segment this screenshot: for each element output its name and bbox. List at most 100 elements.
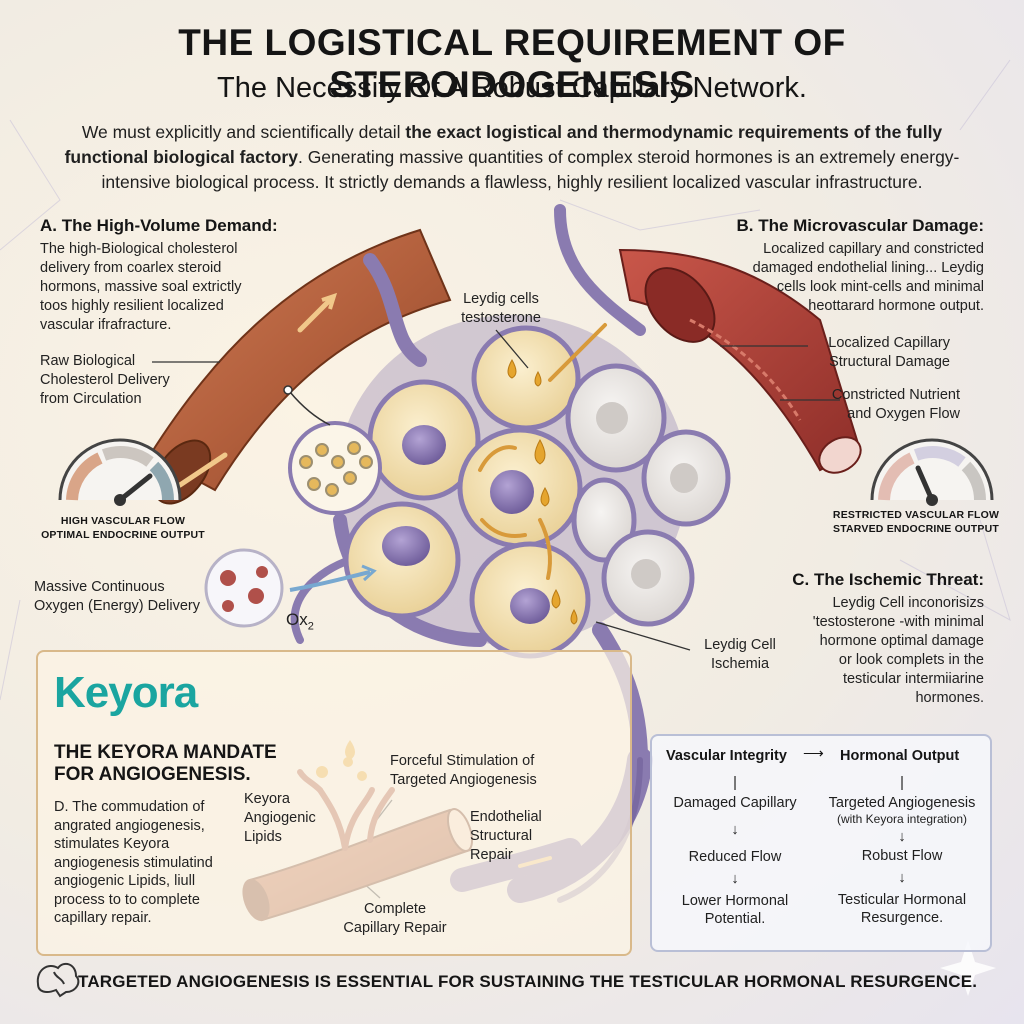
section-b-body: Localized capillary and constricted dama… <box>684 240 984 316</box>
flow-right-column: | Targeted Angiogenesis (with Keyora int… <box>816 772 988 927</box>
down-arrow-icon: ↓ <box>898 829 906 845</box>
oxygen-subscript: 2 <box>307 620 314 633</box>
section-a-line: vascular ifrafracture. <box>40 317 172 333</box>
down-arrow-icon: ↓ <box>898 870 906 886</box>
keyora-lipids-label: Keyora Angiogenic Lipids <box>244 790 334 847</box>
flow-step: Targeted Angiogenesis <box>828 795 976 811</box>
cell-nucleus <box>490 470 534 514</box>
leydig-cell-cluster <box>337 315 731 659</box>
keyora-body: D. The commudation of angrated angiogene… <box>54 798 254 928</box>
keyora-logo: Keyora <box>54 668 198 717</box>
section-c-line: testicular intermiiarine <box>842 671 984 687</box>
cell-nucleus <box>510 588 550 624</box>
label-line: Massive Continuous <box>34 579 165 595</box>
label-line: Endothelial <box>470 809 542 825</box>
down-arrow-icon: ↓ <box>731 871 739 887</box>
label-line: Capillary Repair <box>343 920 447 936</box>
gauge-right <box>870 438 994 506</box>
section-c-line: or look complets in the <box>838 652 984 668</box>
label-line: Forceful Stimulation of <box>390 753 535 769</box>
cholesterol-label: Raw Biological Cholesterol Delivery from… <box>40 352 200 409</box>
label-line: Complete <box>363 901 427 917</box>
label-line: testosterone <box>461 310 541 326</box>
label-line: Targeted Angiogenesis <box>390 772 537 788</box>
cell-healthy <box>471 325 581 431</box>
label-line: Structural <box>470 828 533 844</box>
oxygen-label: Massive Continuous Oxygen (Energy) Deliv… <box>34 578 214 616</box>
flow-left-column: | Damaged Capillary ↓ Reduced Flow ↓ Low… <box>660 772 810 928</box>
label-line: Repair <box>470 847 513 863</box>
label-line: Oxygen (Energy) Delivery <box>34 598 200 614</box>
label-line: Structural Damage <box>829 354 950 370</box>
gauge-left-caption: HIGH VASCULAR FLOW OPTIMAL ENDOCRINE OUT… <box>38 514 208 542</box>
footer-statement: TARGETED ANGIOGENESIS IS ESSENTIAL FOR S… <box>78 972 978 991</box>
section-a-line: delivery from coarlex steroid <box>40 260 222 276</box>
intro-text-2: . Generating massive quantities of compl… <box>101 147 960 192</box>
section-b-line: damaged endothelial lining... Leydig <box>752 260 984 276</box>
keyora-line: angiogenesis stimulatind <box>54 854 213 871</box>
section-a-line: hormons, massive soal extrictly <box>40 279 242 295</box>
ischemia-label: Leydig Cell Ischemia <box>690 636 790 674</box>
stimulation-label: Forceful Stimulation of Targeted Angioge… <box>390 752 570 790</box>
label-line: Leydig cells <box>463 291 539 307</box>
brain-icon <box>36 962 80 998</box>
leydig-cells-label: Leydig cells testosterone <box>436 290 566 328</box>
flow-step: Testicular Hormonal <box>837 892 967 908</box>
flow-arrow-right: ⟶ <box>803 746 824 762</box>
cell-nucleus <box>382 526 430 566</box>
label-line: Angiogenic <box>244 810 316 826</box>
oxygen-symbol-text: Ox <box>286 610 308 629</box>
sparkle-icon <box>940 940 996 996</box>
flow-right-header: Hormonal Output <box>840 748 960 764</box>
label-line: Raw Biological <box>40 353 136 369</box>
label-line: Localized Capillary <box>828 335 950 351</box>
cell-nucleus <box>402 425 446 465</box>
caption-line: OPTIMAL ENDOCRINE OUTPUT <box>41 529 205 541</box>
keyora-panel <box>36 650 632 956</box>
flow-step-note: (with Keyora integration) <box>836 812 968 826</box>
section-c-body: Leydig Cell inconorisizs 'testosterone -… <box>774 594 984 708</box>
section-c-line: 'testosterone -with minimal <box>812 614 984 630</box>
label-line: Keyora <box>244 791 290 807</box>
flow-panel <box>650 734 992 952</box>
section-b-heading: B. The Microvascular Damage: <box>736 216 984 235</box>
flow-step: Reduced Flow <box>688 849 782 865</box>
gauge-right-caption: RESTRICTED VASCULAR FLOW STARVED ENDOCRI… <box>826 508 1006 536</box>
flow-step: Damaged Capillary <box>673 795 797 811</box>
cholesterol-inset <box>283 385 382 515</box>
cell-starved <box>571 477 637 563</box>
flow-step: Robust Flow <box>861 848 943 864</box>
section-a-line: The high-Biological cholesterol <box>40 241 238 257</box>
label-line: Leydig Cell <box>704 637 776 653</box>
label-line: and Oxygen Flow <box>847 406 960 422</box>
caption-line: HIGH VASCULAR FLOW <box>60 515 186 527</box>
keyora-line: angiogenic Lipids, liull <box>54 873 196 889</box>
page-title: THE LOGISTICAL REQUIREMENT OF STEROIDOGE… <box>178 22 846 105</box>
section-b-line: Localized capillary and constricted <box>763 241 984 257</box>
flow-step: Lower Hormonal <box>681 893 789 909</box>
down-arrow-icon: ↓ <box>731 822 739 838</box>
flow-step: Potential. <box>704 911 766 927</box>
section-b-line: heottarard hormone output. <box>808 298 984 314</box>
keyora-line: process to to complete <box>54 891 200 908</box>
section-c-heading: C. The Ischemic Threat: <box>792 570 984 589</box>
caption-line: RESTRICTED VASCULAR FLOW <box>832 509 1000 521</box>
keyora-line: stimulates Keyora <box>54 836 170 852</box>
keyora-line: D. The commudation of <box>54 799 205 815</box>
endothelial-repair-label: Endothelial Structural Repair <box>470 808 570 865</box>
intro-text-bold: the exact logistical and thermodynamic r… <box>64 122 943 167</box>
mandate-line: FOR ANGIOGENESIS. <box>54 764 251 785</box>
section-a-heading: A. The High-Volume Demand: <box>40 216 278 235</box>
section-c-line: Leydig Cell inconorisizs <box>832 595 984 611</box>
flow-left-header: Vascular Integrity <box>666 748 787 764</box>
keyora-line: capillary repair. <box>54 910 152 926</box>
caption-line: STARVED ENDOCRINE OUTPUT <box>832 523 999 535</box>
artery-right-damaged <box>618 248 862 474</box>
label-line: Lipids <box>244 829 282 845</box>
oxygen-inset <box>204 548 377 628</box>
page-subtitle: The Necessity Of A Robust Capillary Netw… <box>217 72 807 104</box>
section-a-body: The high-Biological cholesterol delivery… <box>40 240 280 335</box>
keyora-line: angrated angiogenesis, <box>54 817 205 834</box>
oxygen-symbol: Ox2 <box>286 610 314 632</box>
hormone-droplets <box>507 358 578 625</box>
